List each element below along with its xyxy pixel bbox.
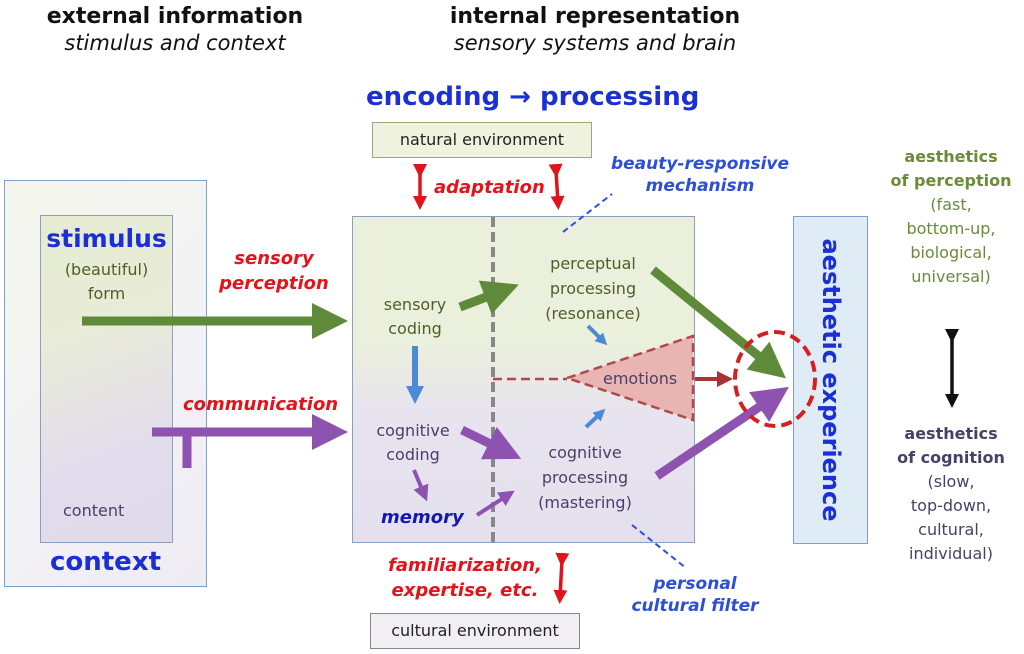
cognition-line: top-down, — [910, 496, 992, 515]
familiarization-line2: expertise, etc. — [391, 580, 539, 601]
cognition-line: (slow, — [927, 472, 975, 491]
familiarization-line1: familiarization, — [388, 555, 542, 576]
emotions-triangle — [563, 334, 695, 422]
aesthetics-of-cognition: aesthetics of cognition (slow, top-down,… — [876, 422, 1024, 566]
perception-title2: of perception — [890, 171, 1012, 190]
cultural-environment-box: cultural environment — [370, 613, 580, 649]
perception-title1: aesthetics — [904, 147, 998, 166]
personal-cultural-filter-label: personal cultural filter — [620, 573, 770, 617]
cultural-filter-pointer — [631, 524, 687, 569]
stimulus-form-text: (beautiful) form — [40, 258, 173, 306]
cognitive-coding-to-processing-arrow — [460, 425, 522, 460]
perception-line: universal) — [911, 267, 991, 286]
cognition-line: individual) — [909, 544, 993, 563]
cognition-line: cultural, — [918, 520, 984, 539]
filter-line2: cultural filter — [631, 596, 759, 616]
cognitive-coding-line2: coding — [386, 445, 440, 464]
aesthetic-experience-box — [793, 216, 868, 544]
arrow-right-icon: → — [509, 82, 531, 112]
filter-line1: personal — [653, 574, 737, 594]
processing-label: processing — [539, 82, 700, 112]
perceptual-processing-line1: perceptual — [550, 254, 636, 273]
perceptual-to-aesthetic-arrow — [650, 266, 786, 379]
content-label: content — [63, 501, 125, 520]
stimulus-box — [40, 215, 173, 543]
memory-to-processing-arrow — [475, 490, 515, 517]
stimulus-line2: form — [87, 284, 126, 303]
external-subtitle: stimulus and context — [64, 31, 286, 55]
stimulus-line1: (beautiful) — [64, 260, 149, 279]
cognitive-to-emotions-arrow — [584, 408, 606, 429]
adaptation-arrow-right — [548, 163, 565, 210]
beauty-responsive-mechanism-label: beauty-responsive mechanism — [600, 153, 800, 197]
cognitive-processing-line3: (mastering) — [538, 493, 632, 512]
cognitive-processing-node: cognitive processing (mastering) — [505, 440, 665, 515]
cognitive-processing-line2: processing — [541, 468, 629, 487]
perceptual-to-emotions-arrow — [586, 324, 608, 346]
emotions-node: emotions — [603, 369, 678, 388]
cognition-title1: aesthetics — [904, 424, 998, 443]
cognitive-coding-node: cognitive coding — [358, 419, 468, 467]
cognitive-processing-line1: cognitive — [548, 443, 622, 462]
beauty-line1: beauty-responsive — [610, 154, 790, 174]
cognition-title2: of cognition — [897, 448, 1005, 467]
perception-line: (fast, — [930, 195, 972, 214]
familiarization-arrow — [553, 552, 570, 604]
encoding-processing-title: encoding → processing — [366, 82, 699, 112]
perception-line: biological, — [910, 243, 992, 262]
context-label: context — [49, 547, 162, 577]
beauty-mechanism-pointer — [562, 193, 613, 233]
external-title: external information — [46, 4, 304, 29]
sensory-coding-line1: sensory — [383, 295, 447, 314]
internal-subtitle: sensory systems and brain — [453, 31, 737, 55]
memory-label: memory — [381, 507, 464, 528]
cognitive-coding-line1: cognitive — [376, 421, 450, 440]
sensory-coding-node: sensory coding — [360, 293, 470, 341]
perception-line: bottom-up, — [906, 219, 996, 238]
communication-label: communication — [183, 394, 339, 415]
sensory-perception-line2: perception — [219, 273, 329, 294]
cognitive-to-memory-arrow — [412, 469, 429, 502]
convergence-circle — [733, 330, 817, 428]
sensory-perception-line1: sensory — [234, 248, 314, 269]
sensory-perception-label: sensory perception — [204, 246, 344, 296]
encoding-label: encoding — [366, 82, 501, 112]
sensory-to-perceptual-arrow — [458, 280, 519, 315]
external-header: external information stimulus and contex… — [30, 4, 320, 56]
internal-header: internal representation sensory systems … — [420, 4, 770, 56]
cognitive-to-aesthetic-arrow — [654, 386, 789, 480]
perceptual-processing-node: perceptual processing (resonance) — [508, 251, 678, 326]
adaptation-label: adaptation — [434, 177, 545, 198]
beauty-line2: mechanism — [645, 176, 755, 196]
perceptual-processing-line2: processing — [549, 279, 637, 298]
familiarization-label: familiarization, expertise, etc. — [380, 553, 550, 603]
aesthetics-of-perception: aesthetics of perception (fast, bottom-u… — [876, 145, 1024, 289]
sensory-coding-line2: coding — [388, 319, 442, 338]
stimulus-title: stimulus — [46, 224, 167, 253]
internal-title: internal representation — [449, 4, 741, 29]
natural-environment-box: natural environment — [372, 122, 592, 158]
perceptual-processing-line3: (resonance) — [545, 304, 641, 323]
